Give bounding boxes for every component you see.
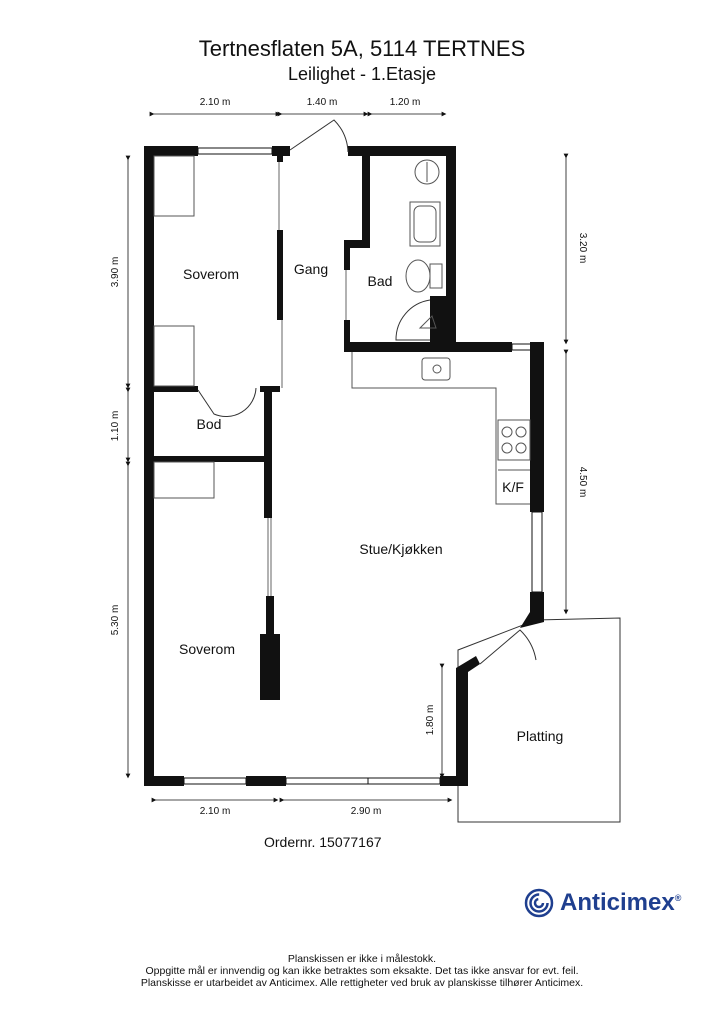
room-label-platting: Platting [517,728,564,744]
platting-outline [457,617,621,823]
room-label-stue-kjokken: Stue/Kjøkken [359,541,442,557]
anticimex-logo-icon [524,888,554,918]
brand-logo: Anticimex® [524,888,681,918]
shower-icon [418,315,437,329]
dim-inner-platting: 1.80 m [425,705,436,736]
disclaimer-line-2: Oppgitte mål er innvendig og kan ikke be… [145,965,579,977]
sink-icon [409,201,441,247]
room-labels: Soverom Gang Bad Bod Stue/Kjøkken K/F So… [179,261,563,744]
wardrobe [153,155,195,217]
dim-top-right: 1.20 m [390,97,421,108]
disclaimer-line-1: Planskissen er ikke i målestokk. [287,953,437,965]
kitchen-sink-icon [421,357,451,381]
windows [183,147,543,785]
wardrobe [153,325,195,387]
room-label-bod: Bod [197,416,222,432]
dim-right-lower: 4.50 m [577,467,588,498]
plan-title: Tertnesflaten 5A, 5114 TERTNES [198,36,526,61]
sliding-doors [267,162,347,596]
registered-mark: ® [674,893,682,903]
dim-bottom-left: 2.10 m [200,806,231,817]
room-label-bad: Bad [368,273,393,289]
dim-left-mid: 1.10 m [110,411,121,442]
interior-walls [150,150,446,700]
stove-icon [497,419,531,461]
order-number: Ordernr. 15077167 [264,834,382,850]
room-label-gang: Gang [294,261,328,277]
washing-machine-icon [414,159,440,185]
dim-right-upper: 3.20 m [577,233,588,264]
dim-left-lower: 5.30 m [110,605,121,636]
wardrobe [153,461,215,499]
dimension-lines [125,111,569,803]
brand-name-text: Anticimex [560,889,675,916]
room-label-soverom-1: Soverom [183,266,239,282]
room-label-soverom-2: Soverom [179,641,235,657]
doors [197,119,537,665]
room-label-kf: K/F [502,479,524,495]
toilet-icon [405,259,431,293]
dim-left-upper: 3.90 m [110,257,121,288]
disclaimer-line-3: Planskisse er utarbeidet av Anticimex. A… [140,977,584,989]
dim-top-left: 2.10 m [200,97,231,108]
fixtures [153,155,531,505]
plan-subtitle: Leilighet - 1.Etasje [287,64,437,84]
disclaimer: Planskissen er ikke i målestokk. Oppgitt… [0,953,724,989]
dim-bottom-right: 2.90 m [351,806,382,817]
dim-top-mid: 1.40 m [307,97,338,108]
brand-name: Anticimex® [560,889,681,917]
dimension-labels: 2.10 m 1.40 m 1.20 m 3.90 m 1.10 m 5.30 … [110,97,588,817]
